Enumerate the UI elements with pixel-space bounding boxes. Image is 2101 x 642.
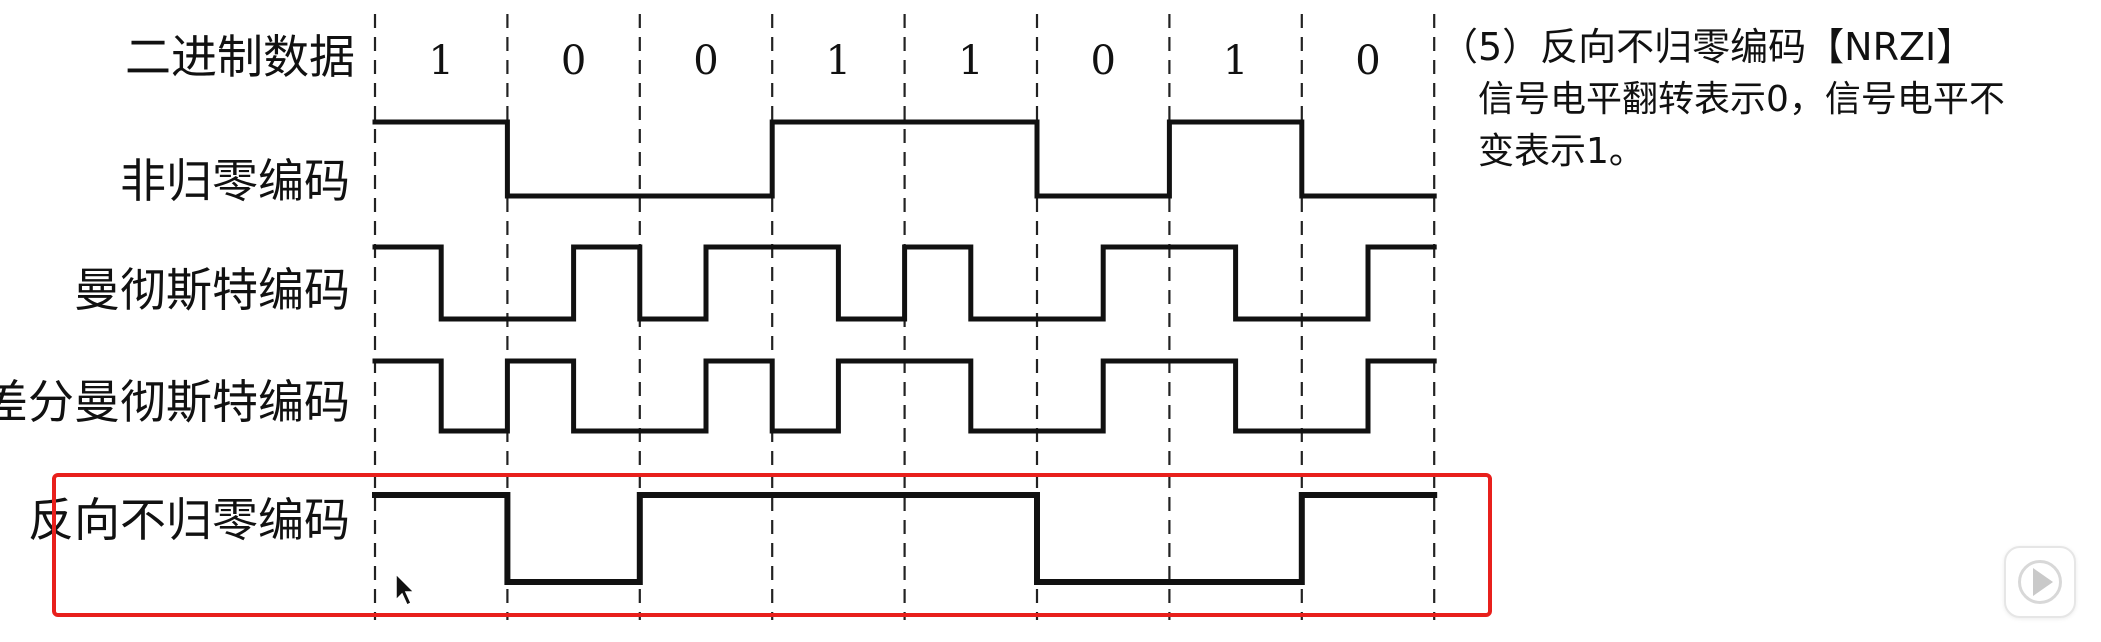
bit-label: 0 [1355, 38, 1380, 84]
mouse-pointer-icon [395, 572, 416, 607]
bit-label: 1 [428, 38, 453, 84]
bit-label: 1 [1223, 38, 1248, 84]
row-label-manchester: 曼彻斯特编码 [74, 263, 350, 317]
play-button[interactable] [2004, 546, 2076, 618]
row-label-diff-manchester: 差分曼彻斯特编码 [0, 375, 350, 429]
nrzi-highlight-box [52, 473, 1492, 617]
bit-label: 0 [693, 38, 718, 84]
play-icon [2033, 568, 2053, 596]
manchester-waveform [372, 244, 1437, 322]
explanation-body: 信号电平翻转表示0，信号电平不 变表示1。 [1440, 74, 2080, 178]
play-icon-ring [2018, 560, 2062, 604]
bit-label: 0 [1090, 38, 1115, 84]
explanation-panel: （5）反向不归零编码【NRZI】 信号电平翻转表示0，信号电平不 变表示1。 [1440, 20, 2080, 178]
explanation-line: 信号电平翻转表示0，信号电平不 [1478, 79, 2005, 120]
bit-label: 1 [826, 38, 851, 84]
row-label-nrz: 非归零编码 [120, 154, 350, 208]
row-label-binary: 二进制数据 [125, 30, 355, 84]
bit-labels: 1 0 0 1 1 0 1 0 [428, 38, 1380, 84]
bit-label: 0 [561, 38, 586, 84]
nrzi-waveform [372, 492, 1438, 585]
nrz-waveform [372, 119, 1437, 199]
row-label-nrzi: 反向不归零编码 [28, 493, 350, 547]
explanation-line: 变表示1。 [1478, 131, 1645, 172]
explanation-title: （5）反向不归零编码【NRZI】 [1440, 25, 1975, 69]
diff-manchester-waveform [372, 358, 1437, 434]
bit-label: 1 [958, 38, 983, 84]
